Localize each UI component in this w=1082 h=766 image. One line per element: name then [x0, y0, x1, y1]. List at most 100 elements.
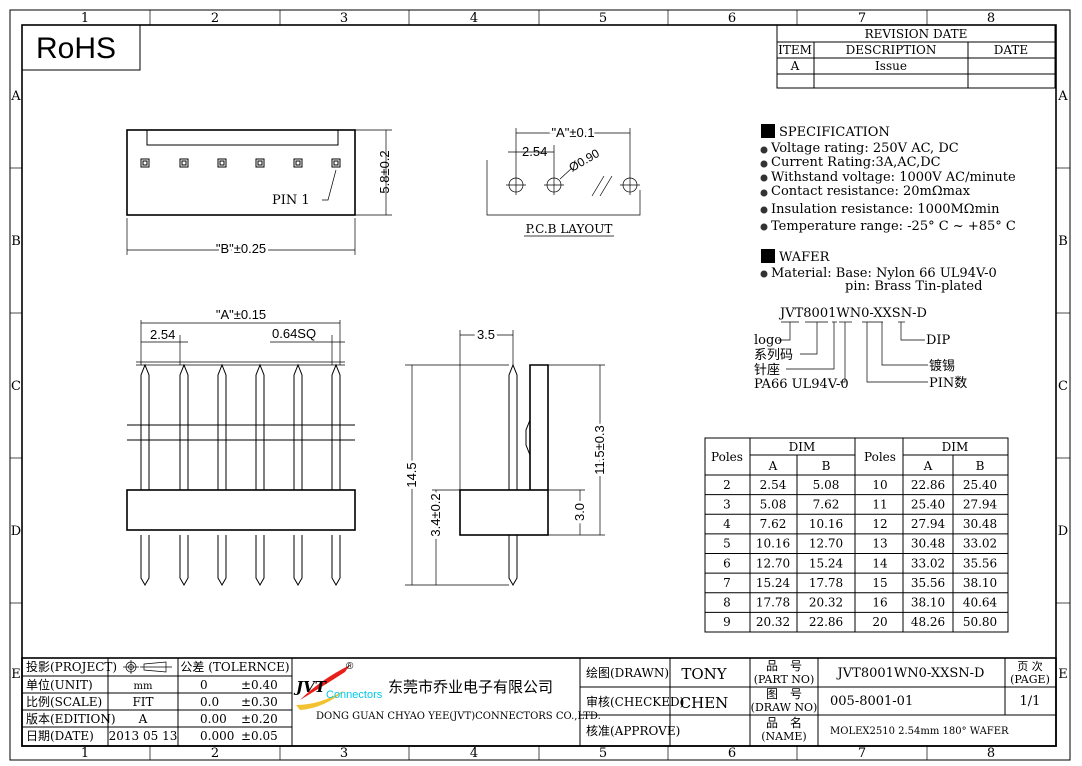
row-marker: A: [10, 89, 21, 104]
poles-cell: 16: [872, 596, 887, 610]
svg-text:®: ®: [346, 661, 354, 672]
dim-header: DIM: [789, 440, 816, 454]
pin: [217, 363, 227, 490]
part-no-label: (PART NO): [754, 673, 814, 686]
wafer-title: WAFER: [779, 250, 831, 265]
pcb-layout-title: P.C.B LAYOUT: [526, 222, 613, 236]
edition-value: A: [138, 712, 148, 726]
poles-cell: 8: [723, 596, 731, 610]
side-view: 3.5 14.5 3.4±0.2 11.5±0.3 3.0: [402, 325, 610, 587]
logo-text: JVT: [293, 678, 328, 696]
tolerance-title: 公差 (TOLERNCE): [180, 660, 289, 674]
dim-a-cell: 22.86: [911, 478, 945, 492]
tol-value: ±0.30: [241, 695, 278, 709]
col-marker: 8: [987, 746, 995, 761]
spec-item: Contact resistance: 20mΩmax: [771, 184, 971, 199]
poles-cell: 9: [723, 615, 731, 629]
tol-value: ±0.20: [241, 712, 278, 726]
dim-a-cell: 15.24: [756, 576, 791, 590]
part-code-breakdown: JVT8001WN0-XXSN-D logo 系列码 针座 PA66 UL94V…: [754, 306, 967, 392]
dim-a-cell: 25.40: [911, 497, 945, 511]
dim-b-cell: 30.48: [963, 517, 997, 531]
page-number: 1/1: [1020, 694, 1041, 709]
poles-header: Poles: [711, 450, 743, 464]
unit-value: mm: [134, 681, 153, 692]
pcb-a-dimension: "A"±0.1: [551, 125, 594, 140]
page-label: (PAGE): [1010, 673, 1050, 686]
dim-a-cell: 35.56: [911, 576, 945, 590]
row-marker: E: [1058, 667, 1068, 682]
revision-description: Issue: [875, 59, 907, 73]
pin: [331, 363, 341, 490]
dim-b-cell: 17.78: [809, 576, 843, 590]
wafer-material: Material: Base: Nylon 66 UL94V-0: [771, 266, 997, 281]
a-header: A: [768, 459, 778, 473]
dim-b-cell: 5.08: [813, 478, 840, 492]
pin: [179, 363, 189, 490]
part-no: JVT8001WN0-XXSN-D: [836, 666, 985, 681]
poles-cell: 2: [723, 478, 731, 492]
pin: [179, 535, 189, 587]
product-name: MOLEX2510 2.54mm 180° WAFER: [830, 726, 1009, 737]
date-value: 2013 05 13: [109, 729, 178, 743]
code-label-dip: DIP: [926, 333, 951, 348]
bullet-icon: [760, 206, 768, 214]
col-marker: 5: [599, 11, 607, 26]
drawn-by: TONY: [681, 665, 727, 683]
date-label: 日期(DATE): [26, 729, 94, 743]
dim-header: DIM: [942, 440, 969, 454]
pin: [217, 535, 227, 587]
row-marker: B: [1058, 234, 1068, 249]
section-marker-icon: [761, 124, 775, 138]
dim-b-cell: 40.64: [963, 596, 998, 610]
poles-cell: 20: [872, 615, 887, 629]
poles-cell: 11: [872, 497, 887, 511]
top-view: PIN 1 5.8±0.2 "B"±0.25: [126, 129, 392, 259]
bullet-icon: [760, 270, 768, 278]
pin1-label: PIN 1: [272, 193, 310, 208]
spec-item: Voltage rating: 250V AC, DC: [770, 141, 959, 156]
col-marker: 7: [858, 746, 866, 761]
dim-b-cell: 35.56: [963, 556, 997, 570]
dim-b-cell: 15.24: [809, 556, 844, 570]
hole-diameter: Ø0.90: [567, 146, 603, 175]
row-marker: B: [11, 234, 21, 249]
section-marker-icon: [761, 249, 775, 263]
side-width: 3.5: [477, 327, 495, 342]
pin-size: 0.64SQ: [272, 326, 316, 341]
tol-precision: 0.00: [200, 712, 227, 726]
wafer-pin-material: pin: Brass Tin-plated: [845, 279, 982, 294]
draw-no-label-cn: 图 号: [766, 687, 802, 701]
dim-a-cell: 20.32: [756, 615, 790, 629]
poles-cell: 6: [723, 556, 731, 570]
lower-height: 3.4±0.2: [428, 493, 443, 536]
col-marker: 1: [81, 746, 89, 761]
dim-b-cell: 7.62: [813, 497, 840, 511]
frame-column-markers: 1 2 3 4 5 6 7 8 1 2 3 4 5 6 7 8 A B C D …: [10, 10, 1070, 761]
drawn-label: 绘图(DRAWN): [586, 665, 669, 680]
tol-precision: 0.0: [200, 695, 219, 709]
poles-cell: 4: [723, 517, 731, 531]
spec-item: Current Rating:3A,AC,DC: [771, 155, 941, 170]
col-marker: 6: [728, 746, 736, 761]
col-marker: 2: [211, 11, 219, 26]
tol-precision: 0.000: [200, 729, 234, 743]
dim-b-cell: 50.80: [963, 615, 997, 629]
poles-cell: 12: [872, 517, 887, 531]
tol-precision: 0: [200, 678, 208, 692]
pin: [331, 535, 341, 587]
revision-header: DESCRIPTION: [846, 43, 937, 57]
col-marker: 4: [470, 11, 478, 26]
col-marker: 3: [340, 746, 348, 761]
b-header: B: [976, 459, 985, 473]
dim-b-cell: 10.16: [809, 517, 843, 531]
dim-b-cell: 12.70: [809, 537, 843, 551]
poles-cell: 15: [872, 576, 887, 590]
draw-no-label: (DRAW NO): [751, 701, 818, 714]
front-view: "A"±0.15 2.54 0.64SQ: [126, 307, 356, 587]
dim-a-cell: 2.54: [760, 478, 787, 492]
row-marker: D: [11, 524, 21, 539]
poles-cell: 10: [872, 478, 887, 492]
code-label-pin-count: PIN数: [929, 376, 967, 391]
